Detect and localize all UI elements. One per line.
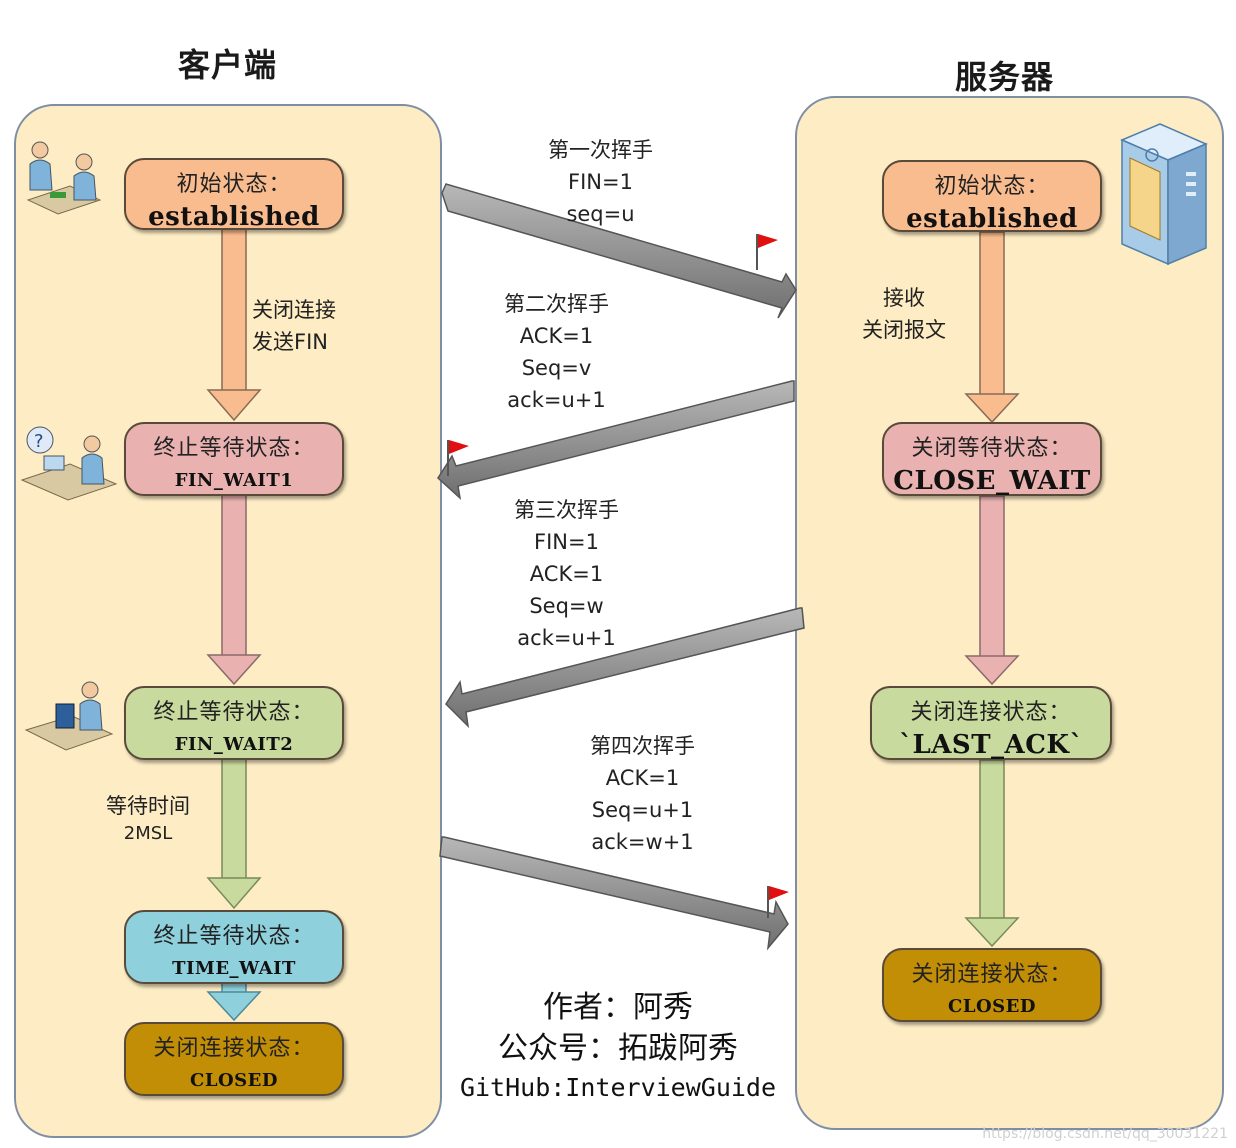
handshake-line: seq=u xyxy=(566,202,635,226)
message-arrow-2 xyxy=(437,380,795,501)
state-value: CLOSED xyxy=(948,996,1036,1017)
server-title: 服务器 xyxy=(955,58,1055,96)
server-tower-icon xyxy=(1120,123,1208,266)
state-label: 初始状态： xyxy=(934,174,1050,199)
message-arrow-1 xyxy=(441,183,797,319)
handshake-3-caption: 第三次挥手 FIN=1 ACK=1 Seq=w ack=u+1 xyxy=(514,494,619,654)
handshake-line: Seq=w xyxy=(529,594,604,618)
message-arrow-4 xyxy=(439,836,789,951)
state-label: 终止等待状态： xyxy=(153,700,315,725)
handshake-line: Seq=v xyxy=(521,356,592,380)
server-arrow-lastack-to-closed xyxy=(964,759,1020,948)
state-label: 关闭连接状态： xyxy=(153,1036,315,1061)
handshake-line: ack=w+1 xyxy=(591,830,694,854)
server-arrow-established-to-closewait xyxy=(964,231,1020,424)
handshake-line: ack=u+1 xyxy=(517,626,616,650)
author-account: 公众号：拓跋阿秀 xyxy=(498,1031,738,1066)
client-arrow-finwait2-to-timewait xyxy=(206,757,262,910)
svg-text:?: ? xyxy=(34,431,44,452)
client-arrow-finwait1-to-finwait2 xyxy=(206,493,262,686)
person-question-icon: ? xyxy=(20,426,118,501)
client-arrow-established-to-finwait1 xyxy=(206,227,262,422)
message-arrow-3 xyxy=(445,607,805,729)
client-state-fin-wait1: 终止等待状态： FIN_WAIT1 xyxy=(124,422,344,496)
state-value: established xyxy=(906,204,1078,234)
client-title: 客户端 xyxy=(178,46,278,84)
caption-line: 2MSL xyxy=(123,823,173,844)
red-flag-icon xyxy=(767,886,789,918)
server-arrow-closewait-to-lastack xyxy=(964,495,1020,686)
state-value: established xyxy=(148,202,320,232)
state-value: FIN_WAIT1 xyxy=(174,470,294,491)
author-name: 作者：阿秀 xyxy=(543,990,693,1025)
state-value: FIN_WAIT2 xyxy=(174,734,294,755)
handshake-line: ACK=1 xyxy=(605,766,680,790)
client-state-established: 初始状态： established xyxy=(124,158,344,232)
server-state-established: 初始状态： established xyxy=(882,160,1102,234)
client-close-caption: 关闭连接 发送FIN xyxy=(252,294,336,358)
state-value: CLOSED xyxy=(190,1070,278,1091)
server-state-last-ack: 关闭连接状态： `LAST_ACK` xyxy=(870,686,1112,760)
caption-line: 关闭报文 xyxy=(862,318,946,342)
caption-line: 等待时间 xyxy=(106,794,190,818)
author-block: 作者：阿秀 公众号：拓跋阿秀 GitHub:InterviewGuide xyxy=(446,988,790,1106)
server-recv-caption: 接收 关闭报文 xyxy=(862,282,946,346)
caption-line: 关闭连接 xyxy=(252,298,336,322)
state-label: 关闭连接状态： xyxy=(910,700,1072,725)
state-label: 关闭等待状态： xyxy=(911,436,1073,461)
handshake-line: ack=u+1 xyxy=(507,388,606,412)
server-state-closed: 关闭连接状态： CLOSED xyxy=(882,948,1102,1022)
state-label: 初始状态： xyxy=(176,172,292,197)
watermark: https://blog.csdn.net/qq_30031221 xyxy=(982,1126,1228,1142)
handshake-line: FIN=1 xyxy=(534,530,599,554)
handshake-title: 第四次挥手 xyxy=(590,734,695,758)
handshake-line: FIN=1 xyxy=(568,170,633,194)
handshake-title: 第一次挥手 xyxy=(548,138,653,162)
handshake-line: ACK=1 xyxy=(529,562,604,586)
state-value: `LAST_ACK` xyxy=(898,730,1084,760)
handshake-line: ACK=1 xyxy=(519,324,594,348)
two-people-meeting-icon xyxy=(26,141,102,215)
handshake-line: Seq=u+1 xyxy=(591,798,694,822)
state-label: 终止等待状态： xyxy=(153,436,315,461)
handshake-4-caption: 第四次挥手 ACK=1 Seq=u+1 ack=w+1 xyxy=(590,730,695,858)
handshake-1-caption: 第一次挥手 FIN=1 seq=u xyxy=(548,134,653,230)
handshake-title: 第二次挥手 xyxy=(504,292,609,316)
state-value: CLOSE_WAIT xyxy=(893,466,1091,496)
client-state-time-wait: 终止等待状态： TIME_WAIT xyxy=(124,910,344,984)
red-flag-icon xyxy=(447,440,469,476)
client-arrow-timewait-to-closed xyxy=(206,982,262,1022)
server-state-close-wait: 关闭等待状态： CLOSE_WAIT xyxy=(882,422,1102,496)
state-label: 终止等待状态： xyxy=(153,924,315,949)
handshake-2-caption: 第二次挥手 ACK=1 Seq=v ack=u+1 xyxy=(504,288,609,416)
state-label: 关闭连接状态： xyxy=(911,962,1073,987)
client-wait-caption: 等待时间 2MSL xyxy=(106,792,190,848)
client-state-closed: 关闭连接状态： CLOSED xyxy=(124,1022,344,1096)
handshake-title: 第三次挥手 xyxy=(514,498,619,522)
caption-line: 发送FIN xyxy=(252,330,328,354)
client-state-fin-wait2: 终止等待状态： FIN_WAIT2 xyxy=(124,686,344,760)
caption-line: 接收 xyxy=(883,286,925,310)
state-value: TIME_WAIT xyxy=(172,958,296,979)
red-flag-icon xyxy=(756,234,778,270)
person-computer-icon xyxy=(24,681,114,751)
author-github: GitHub:InterviewGuide xyxy=(459,1073,777,1102)
